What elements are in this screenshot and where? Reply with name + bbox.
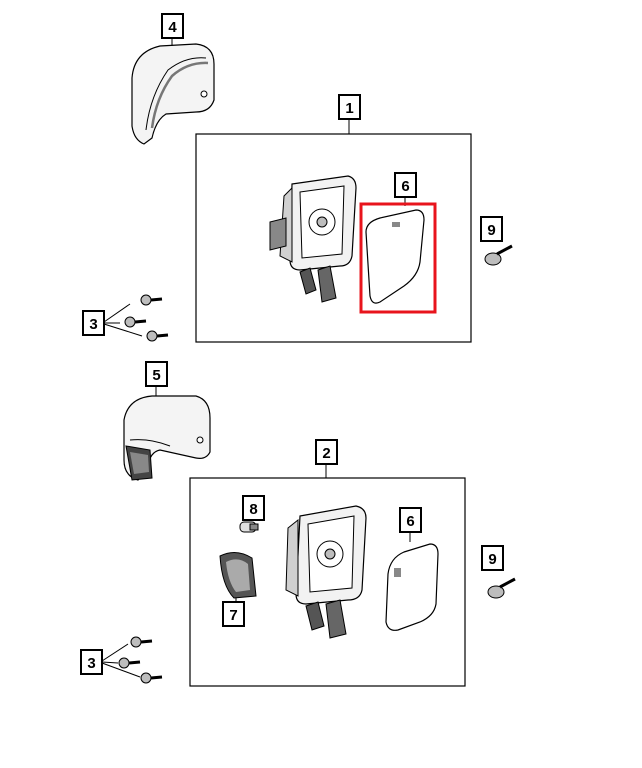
part-9-fastener-top[interactable] [484,244,513,266]
part-6-mirror-glass-top[interactable] [365,209,425,304]
part-7-signal-lamp[interactable] [219,552,257,599]
screw [124,316,147,328]
callout-6-bottom-label: 6 [406,513,414,530]
part-8-bulb[interactable] [239,521,259,533]
callout-4-label: 4 [168,19,177,36]
callout-5: 5 [145,361,168,387]
callout-8-label: 8 [249,501,257,518]
mirror-motor-assembly-lower[interactable] [285,505,367,639]
callout-9-top: 9 [480,216,503,242]
callout-6-top: 6 [394,172,417,198]
callout-6-bottom: 6 [399,507,422,533]
callout-9-top-label: 9 [487,222,495,239]
screw [140,294,163,306]
callout-7: 7 [222,601,245,627]
assembly-1-box [195,133,472,343]
callout-9-bottom: 9 [481,545,504,571]
part-3-screws-top[interactable] [124,294,169,342]
callout-3-top-label: 3 [89,316,97,333]
callout-3-top: 3 [82,310,105,336]
part-5-mirror-cap[interactable] [123,395,211,481]
callout-3-bottom-label: 3 [87,655,95,672]
callout-1: 1 [338,94,361,120]
callout-6-top-label: 6 [401,178,409,195]
callout-1-label: 1 [345,100,353,117]
mirror-motor-assembly-upper[interactable] [269,175,357,303]
part-6-mirror-glass-bottom[interactable] [385,543,439,631]
callout-2-label: 2 [322,445,330,462]
callout-9-bottom-label: 9 [488,551,496,568]
callout-4: 4 [161,13,184,39]
part-9-fastener-bottom[interactable] [487,577,516,599]
callout-8: 8 [242,495,265,521]
screw [130,636,153,648]
part-4-mirror-cap[interactable] [131,43,215,145]
screw [140,672,163,684]
screw [118,657,141,669]
assembly-2-box [189,477,466,687]
callout-3-bottom: 3 [80,649,103,675]
callout-2: 2 [315,439,338,465]
part-3-screws-bottom[interactable] [118,636,163,684]
callout-5-label: 5 [152,367,160,384]
highlight-box-part-6 [359,202,437,314]
callout-7-label: 7 [229,607,237,624]
screw [146,330,169,342]
